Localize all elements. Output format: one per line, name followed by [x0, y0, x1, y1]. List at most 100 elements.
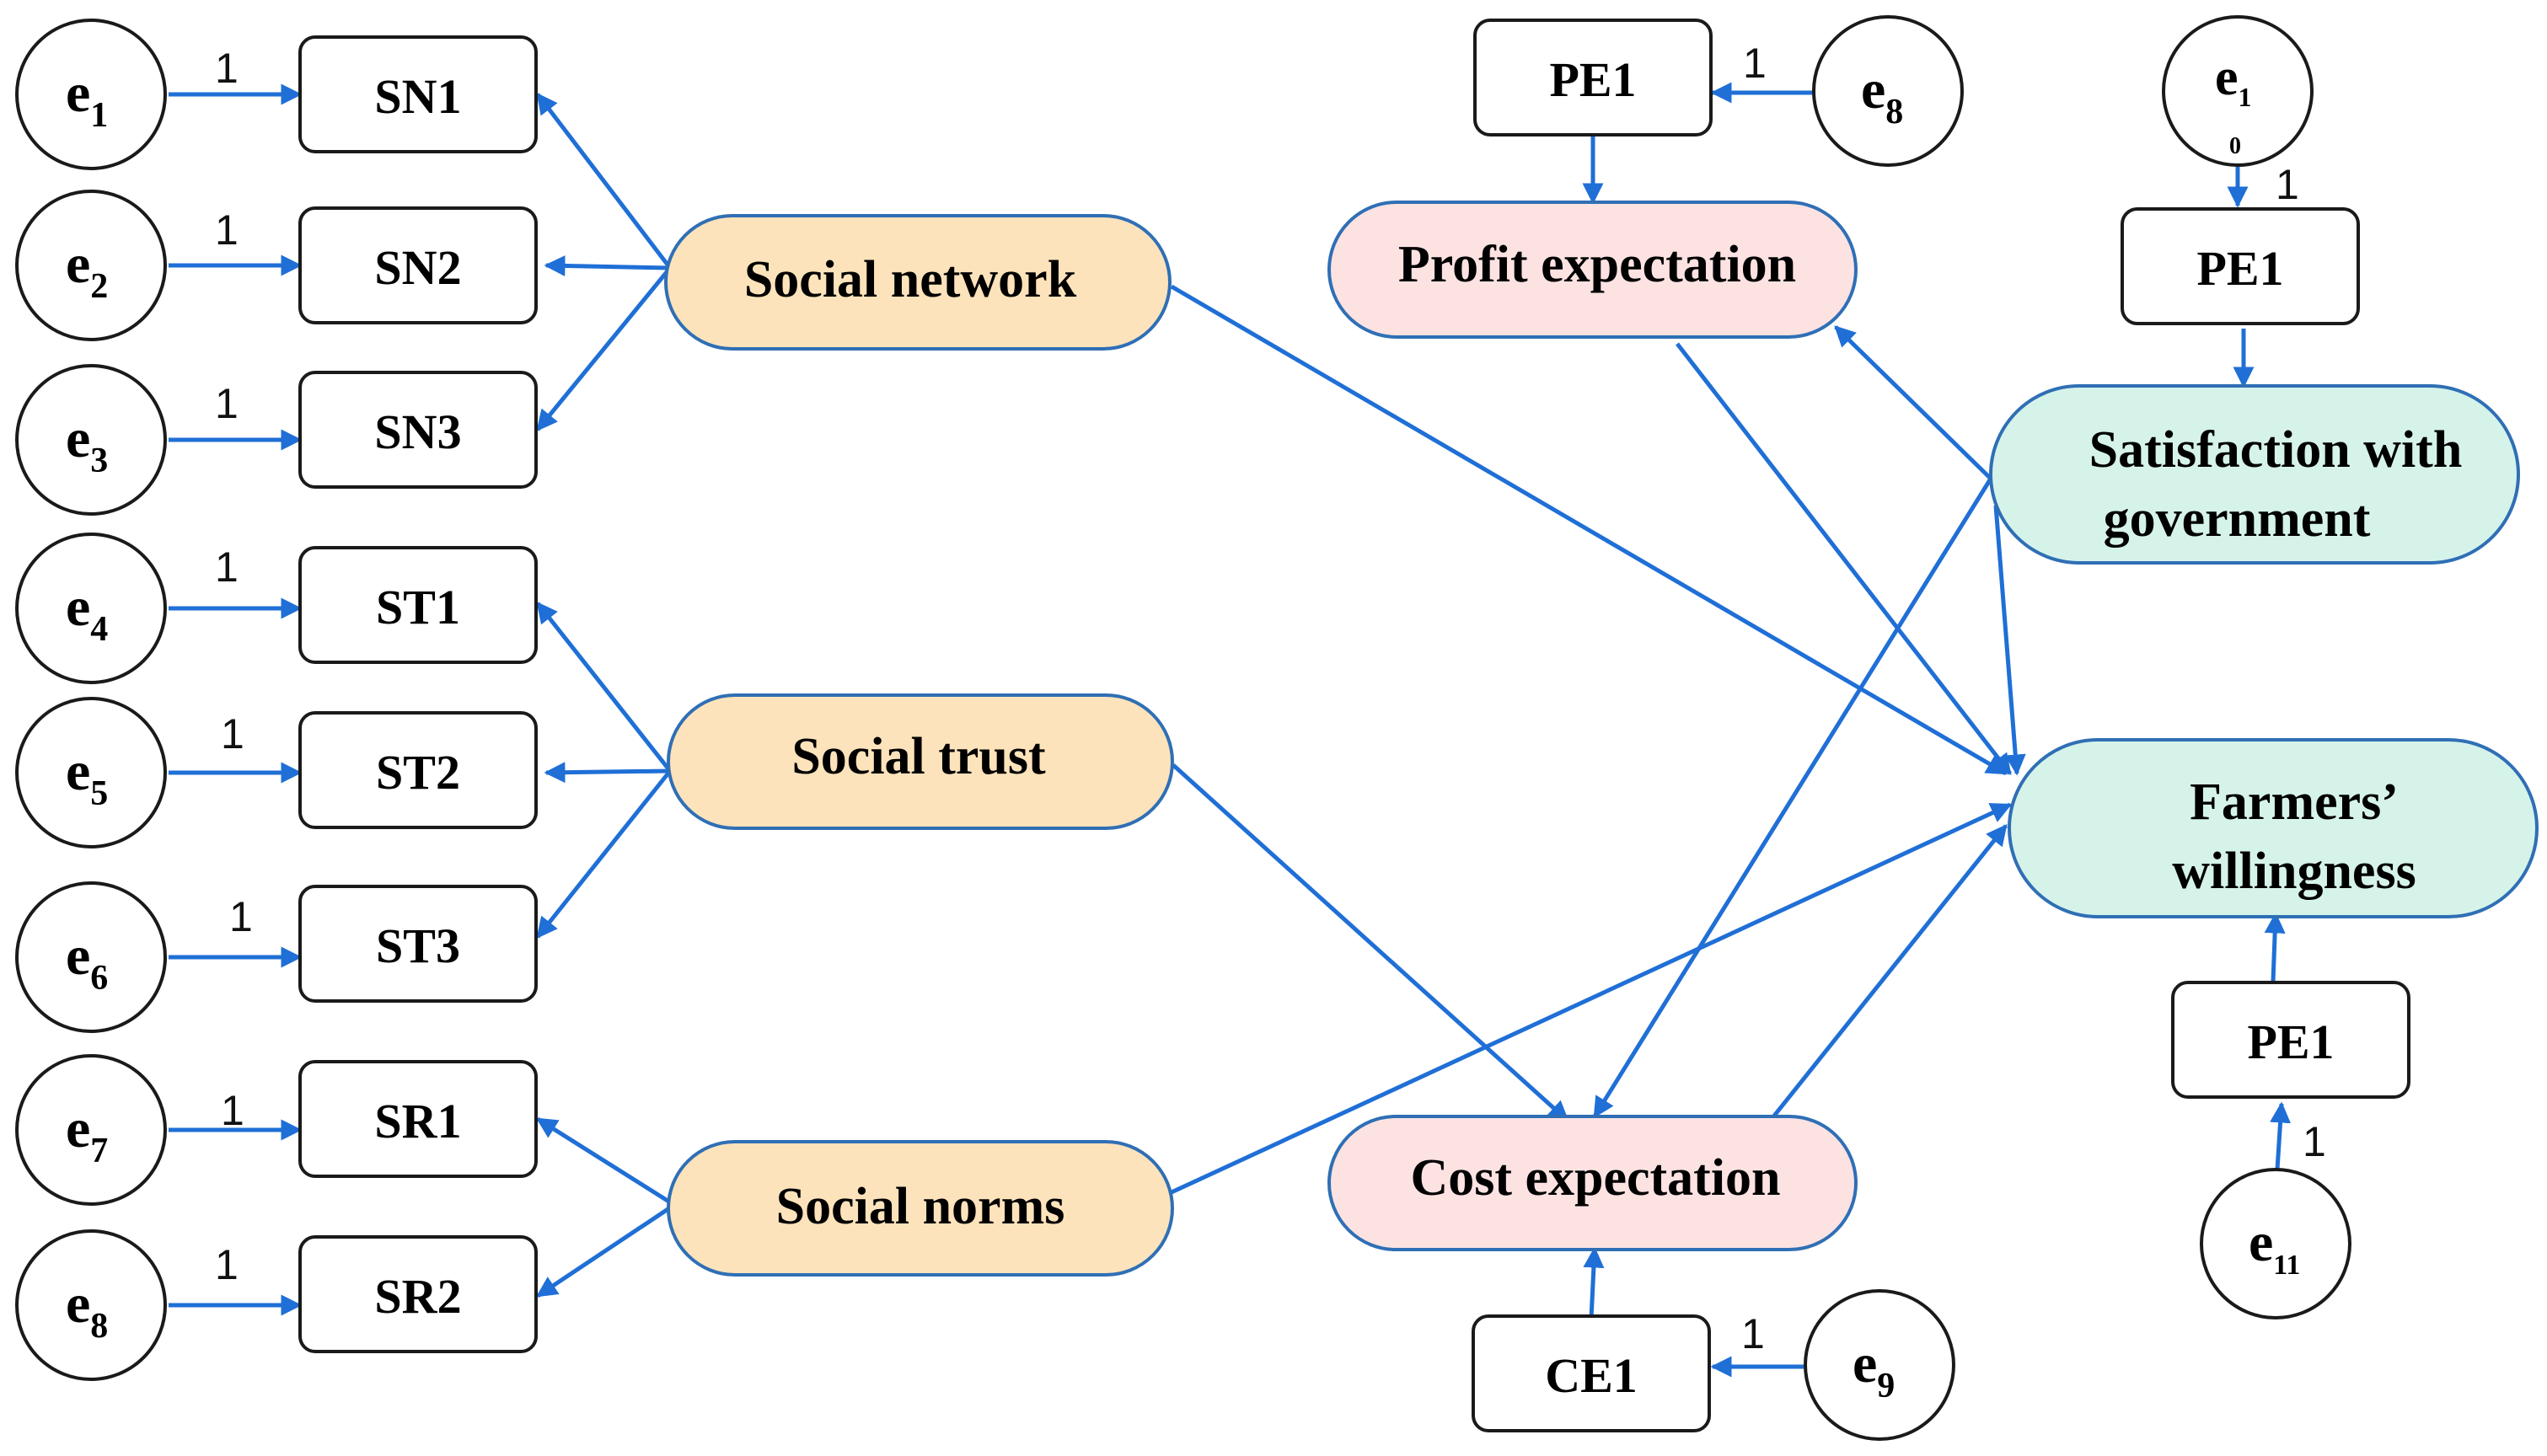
path-label-e1: 1	[215, 45, 239, 92]
latent-satisfaction-with-government: Satisfaction with government	[1989, 384, 2520, 565]
svg-text:e7: e7	[66, 1098, 108, 1170]
svg-text:PE1: PE1	[1549, 52, 1636, 107]
svg-text:government: government	[2104, 490, 2371, 548]
path-label-e5: 1	[221, 710, 244, 757]
edges	[169, 82, 2292, 1378]
svg-text:e9: e9	[1853, 1333, 1895, 1405]
edge-socialnorms-sr1	[535, 1116, 676, 1207]
path-label-e11: 1	[2303, 1118, 2326, 1165]
svg-text:SR2: SR2	[374, 1269, 461, 1324]
error-terms: e1 e2 e3 e4 e5 e6 e7 e8	[15, 15, 2351, 1441]
edge-ce1-cost	[1583, 1246, 1605, 1320]
path-labels: 1 1 1 1 1 1 1 1 1 1 1 1	[215, 40, 2326, 1357]
svg-text:e1: e1	[2215, 49, 2252, 112]
error-e9: e9	[1804, 1289, 1955, 1441]
edge-socialnetwork-willingness	[1170, 284, 2008, 776]
path-label-e10: 1	[2276, 161, 2299, 208]
edge-socialtrust-st2	[544, 762, 671, 784]
latent-social-network: Social network	[664, 214, 1172, 351]
edge-pe1-willingness	[2264, 912, 2286, 982]
edge-e11-pe1	[2270, 1101, 2292, 1170]
svg-text:e6: e6	[66, 925, 108, 998]
error-e4: e4	[15, 533, 167, 684]
latent-cost-expectation: Cost expectation	[1327, 1115, 1858, 1251]
indicator-st1: ST1	[298, 546, 538, 664]
svg-text:SN2: SN2	[374, 240, 461, 295]
error-e6: e6	[15, 881, 167, 1033]
svg-text:SR1: SR1	[374, 1094, 461, 1148]
indicator-ce1: CE1	[1472, 1314, 1711, 1432]
edge-socialnetwork-sn1	[536, 93, 672, 270]
svg-text:Profit expectation: Profit expectation	[1398, 236, 1796, 293]
edge-cost-willingness	[1770, 824, 2008, 1121]
path-label-e8: 1	[215, 1241, 239, 1288]
svg-text:e8: e8	[66, 1273, 108, 1346]
svg-text:SN3: SN3	[374, 404, 461, 459]
edge-satisfaction-willingness	[1993, 505, 2026, 776]
svg-text:ST1: ST1	[376, 580, 460, 634]
error-e11: e11	[2200, 1168, 2351, 1320]
edge-satisfaction-cost	[1592, 477, 1993, 1119]
error-e2: e2	[15, 190, 167, 341]
error-e7: e7	[15, 1054, 167, 1206]
indicator-pe1-satisfaction: PE1	[2121, 207, 2360, 325]
latent-profit-expectation: Profit expectation	[1327, 201, 1858, 339]
edge-socialnetwork-sn3	[536, 266, 672, 431]
edge-socialnorms-sr2	[535, 1202, 676, 1298]
path-label-e8b: 1	[1743, 40, 1767, 87]
error-e1: e1	[15, 19, 167, 170]
indicator-sr2: SR2	[298, 1235, 538, 1353]
latent-farmers-willingness: Farmers’ willingness	[2008, 738, 2539, 918]
indicator-st3: ST3	[298, 885, 538, 1003]
path-label-e7: 1	[221, 1087, 244, 1134]
edge-socialnetwork-sn2	[544, 254, 671, 276]
svg-text:e1: e1	[66, 62, 108, 135]
indicator-st2: ST2	[298, 711, 538, 829]
error-e3: e3	[15, 364, 167, 516]
edge-socialnorms-willingness	[1170, 802, 2013, 1195]
edge-socialtrust-cost	[1172, 763, 1569, 1122]
indicator-sn2: SN2	[298, 206, 538, 324]
svg-text:Cost expectation: Cost expectation	[1410, 1149, 1780, 1207]
svg-text:0: 0	[2229, 133, 2241, 159]
path-label-e4: 1	[215, 543, 239, 591]
path-label-e3: 1	[215, 380, 239, 427]
svg-text:e5: e5	[66, 741, 108, 813]
svg-text:ST3: ST3	[376, 918, 460, 973]
edge-satisfaction-profit	[1834, 325, 1992, 480]
svg-text:e11: e11	[2249, 1212, 2300, 1281]
error-e8: e8	[15, 1229, 167, 1381]
edge-socialtrust-st1	[536, 602, 672, 773]
indicator-sr1: SR1	[298, 1060, 538, 1178]
latent-social-trust: Social trust	[667, 693, 1174, 830]
error-e10: e1 0	[2162, 15, 2314, 167]
svg-text:Social network: Social network	[744, 251, 1077, 308]
svg-text:Social trust: Social trust	[791, 728, 1046, 785]
path-label-e2: 1	[215, 206, 239, 254]
edge-profit-willingness	[1676, 342, 2012, 775]
error-e5: e5	[15, 697, 167, 848]
svg-text:Farmers’: Farmers’	[2190, 774, 2399, 831]
svg-text:Satisfaction with: Satisfaction with	[2089, 421, 2463, 479]
svg-text:PE1: PE1	[2247, 1014, 2334, 1069]
indicator-sn1: SN1	[298, 35, 538, 153]
svg-text:e2: e2	[66, 233, 108, 306]
path-label-e6: 1	[229, 893, 253, 940]
svg-text:SN1: SN1	[374, 69, 461, 124]
error-e8-profit: e8	[1812, 15, 1964, 167]
svg-text:Social norms: Social norms	[776, 1178, 1065, 1235]
indicator-pe1-willingness: PE1	[2171, 981, 2410, 1099]
indicator-sn3: SN3	[298, 371, 538, 489]
svg-text:PE1: PE1	[2196, 241, 2283, 296]
svg-text:e4: e4	[66, 576, 108, 649]
svg-text:ST2: ST2	[376, 745, 460, 800]
svg-text:willingness: willingness	[2172, 843, 2416, 900]
indicator-pe1-profit: PE1	[1473, 19, 1713, 136]
latent-social-norms: Social norms	[667, 1140, 1174, 1277]
svg-text:e3: e3	[66, 408, 108, 480]
latent-variables: Social network Social trust Social norms…	[664, 201, 2539, 1277]
svg-text:CE1: CE1	[1545, 1348, 1638, 1403]
svg-text:e8: e8	[1861, 59, 1903, 131]
edge-socialtrust-st3	[536, 769, 672, 939]
